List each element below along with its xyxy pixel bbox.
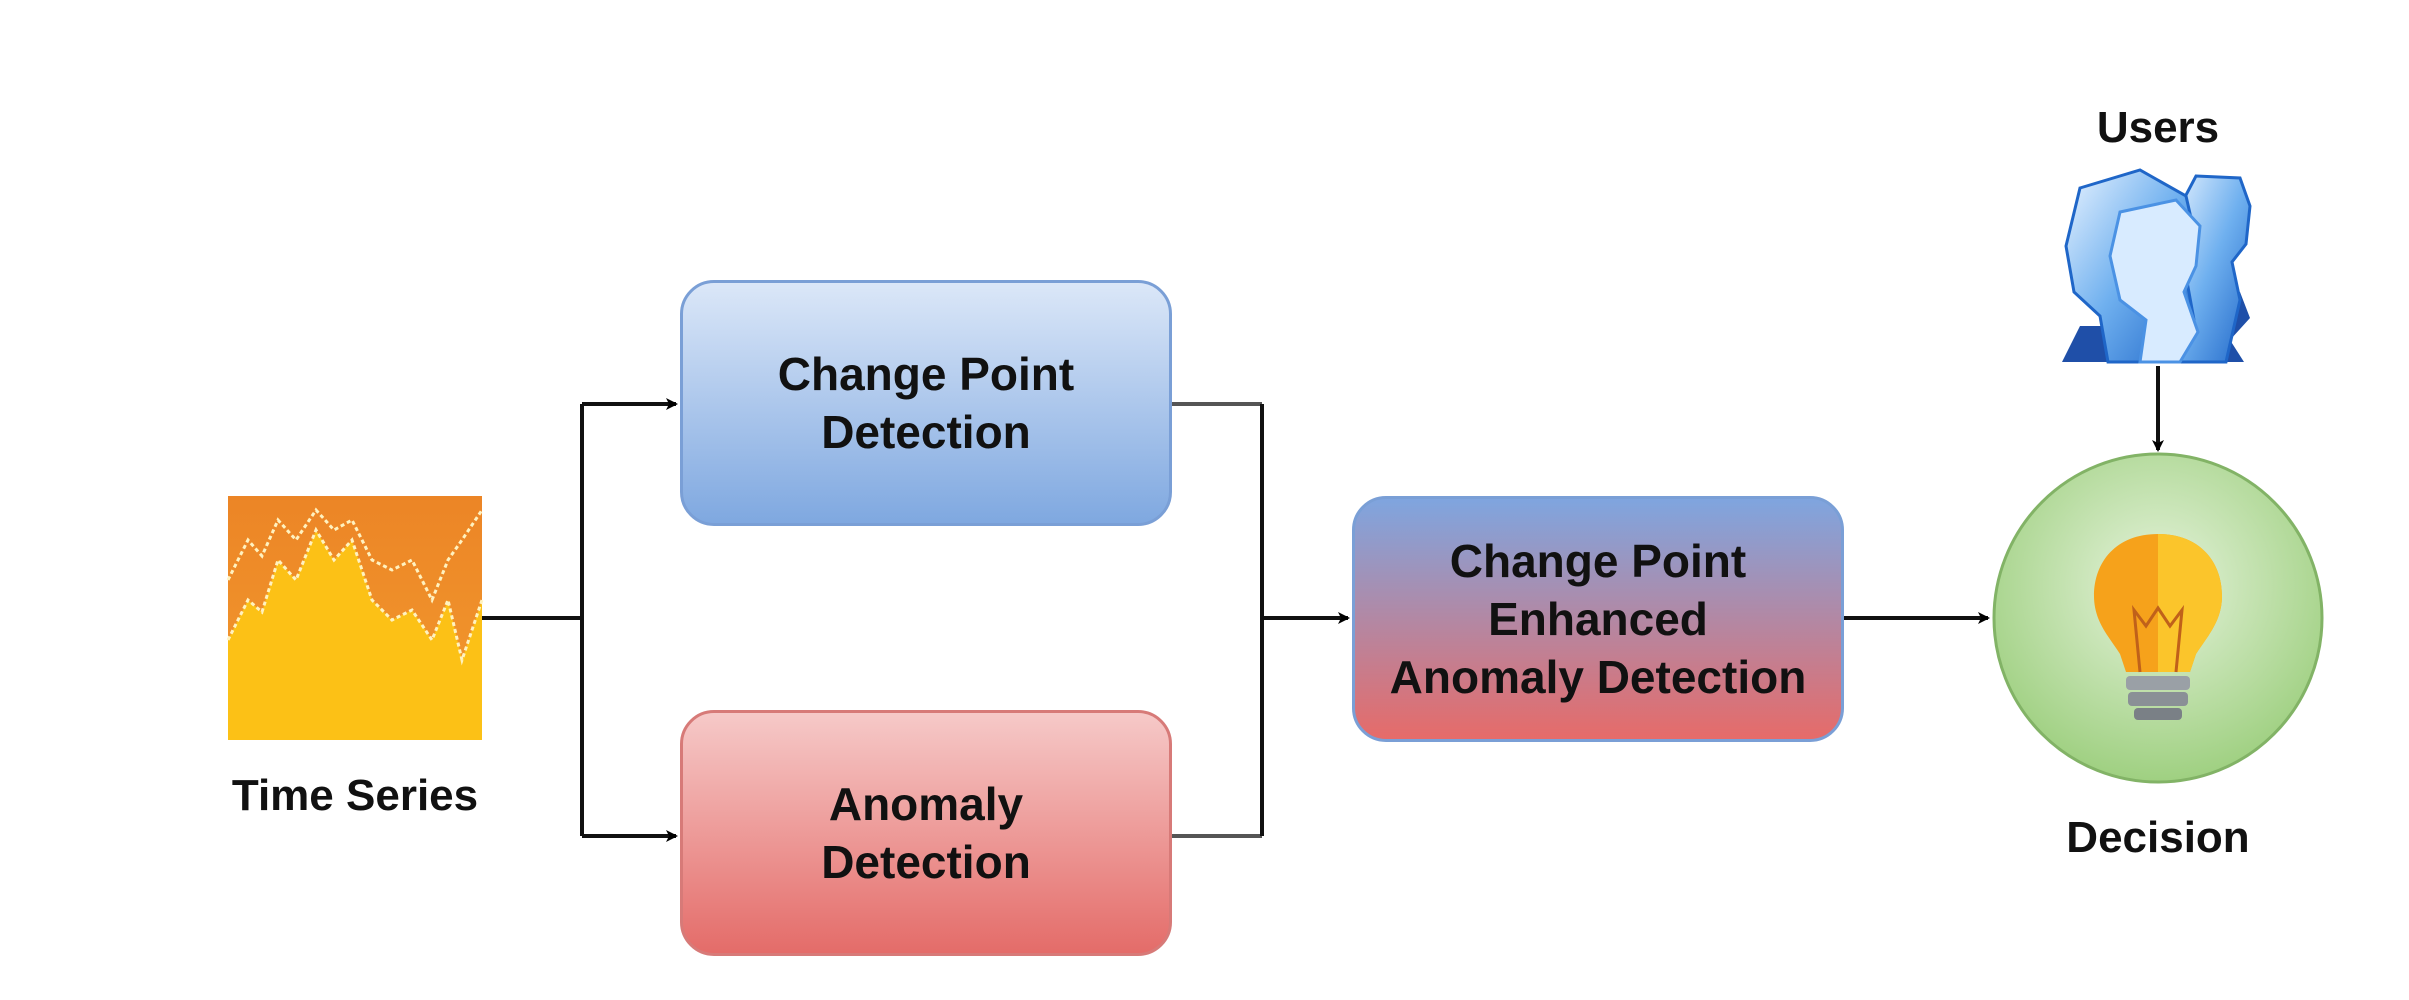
change-point-detection-box: Change Point Detection — [680, 280, 1172, 526]
enhanced-anomaly-detection-box: Change Point Enhanced Anomaly Detection — [1352, 496, 1844, 742]
decision-label: Decision — [2066, 813, 2250, 862]
users-icon — [2062, 168, 2252, 364]
time-series-chart-icon — [226, 496, 484, 740]
users-label: Users — [2096, 103, 2220, 152]
connector-time-series-split — [482, 398, 678, 842]
anomaly-detection-box: Anomaly Detection — [680, 710, 1172, 956]
connector-merge — [1172, 402, 1350, 838]
time-series-label: Time Series — [231, 771, 479, 820]
lightbulb-icon — [2094, 534, 2222, 720]
